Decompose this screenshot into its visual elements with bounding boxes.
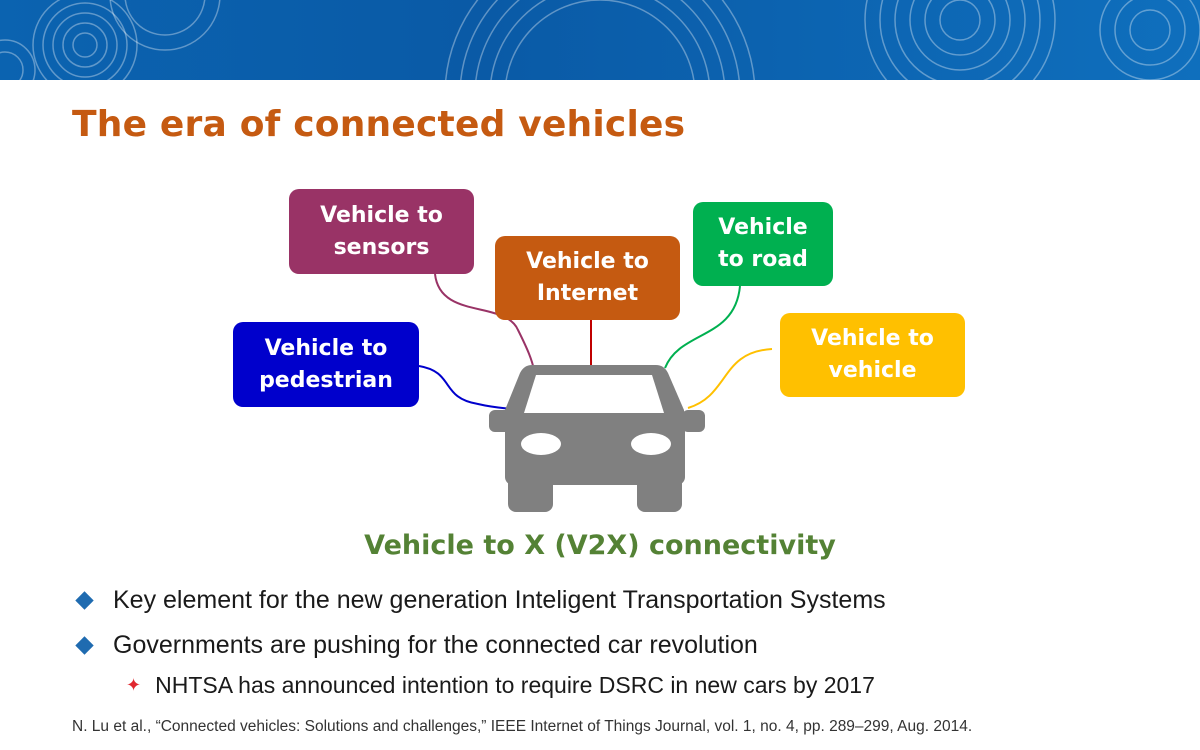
- connector-vehicle: [687, 348, 773, 409]
- bubble-line: Vehicle to: [811, 326, 934, 351]
- diamond-bullet-icon: [75, 636, 94, 655]
- connector-pedestrian: [418, 365, 521, 411]
- bubble-line: Vehicle to: [526, 249, 649, 274]
- sub-bullet-text: NHTSA has announced intention to require…: [155, 672, 875, 698]
- bubble-line: Vehicle to: [264, 335, 388, 361]
- bubble-line: vehicle: [828, 358, 917, 383]
- bubble-vehicle-to-internet: Vehicle to Internet: [495, 236, 680, 320]
- bubble-line: Internet: [536, 281, 639, 306]
- connector-sensors: [434, 273, 535, 371]
- car-icon: [489, 365, 705, 512]
- bubble-line: Vehicle to: [320, 202, 443, 228]
- bubble-vehicle-to-pedestrian: Vehicle to pedestrian: [233, 322, 419, 407]
- bubble-vehicle-to-sensors: Vehicle to sensors: [289, 189, 474, 274]
- banner-pattern: [0, 0, 1200, 80]
- bubble-vehicle-to-road: Vehicle to road: [693, 202, 833, 286]
- bubble-line: to road: [718, 247, 808, 272]
- bullet-text: Governments are pushing for the connecte…: [113, 631, 758, 659]
- bullet-text: Key element for the new generation Intel…: [113, 586, 886, 614]
- bubble-vehicle-to-vehicle: Vehicle to vehicle: [780, 313, 965, 397]
- reference-citation: N. Lu et al., “Connected vehicles: Solut…: [72, 718, 973, 735]
- page-title: The era of connected vehicles: [72, 104, 686, 145]
- diamond-bullet-icon: [75, 591, 94, 610]
- header-banner: [0, 0, 1200, 80]
- bubble-line: sensors: [333, 234, 430, 260]
- connector-road: [664, 285, 741, 369]
- sub-bullet-item: ✦ NHTSA has announced intention to requi…: [126, 672, 875, 699]
- bubble-line: Vehicle: [718, 215, 808, 240]
- bullet-item: Governments are pushing for the connecte…: [74, 631, 758, 660]
- star-bullet-icon: ✦: [126, 675, 142, 695]
- diagram-caption: Vehicle to X (V2X) connectivity: [364, 530, 836, 561]
- bullet-item: Key element for the new generation Intel…: [74, 586, 886, 615]
- bubble-line: pedestrian: [259, 367, 393, 393]
